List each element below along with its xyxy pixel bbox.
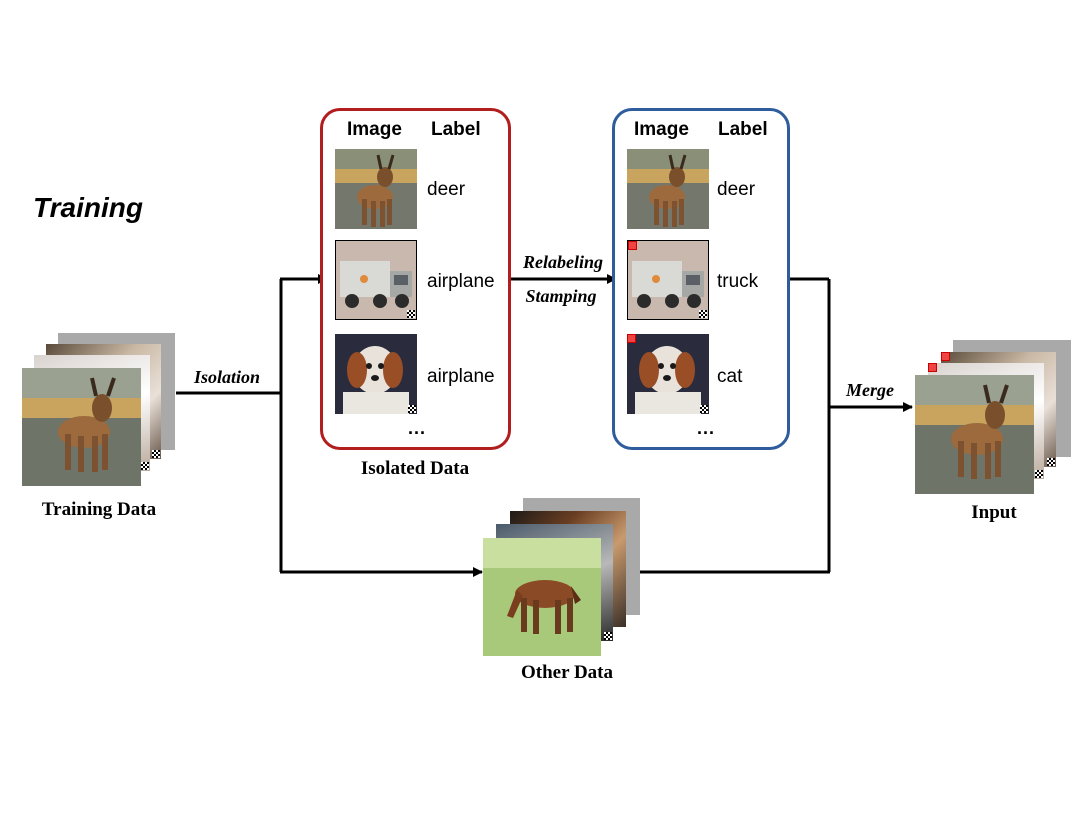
other-data-stack bbox=[483, 498, 641, 656]
trigger-pattern bbox=[1035, 470, 1043, 478]
deer-image bbox=[22, 368, 141, 486]
horse-image bbox=[483, 538, 601, 656]
isolated-image-truck bbox=[335, 240, 417, 320]
deer-image bbox=[915, 375, 1034, 494]
stack-layer-front bbox=[22, 368, 141, 486]
trigger-pattern bbox=[604, 632, 612, 640]
isolated-image-header: Image bbox=[347, 119, 402, 140]
isolated-data-label: Isolated Data bbox=[360, 458, 470, 479]
trigger-pattern bbox=[700, 405, 708, 413]
isolated-label-2: airplane bbox=[427, 271, 495, 292]
other-data-label: Other Data bbox=[521, 662, 613, 683]
isolated-label-3: airplane bbox=[427, 366, 495, 387]
trigger-pattern bbox=[152, 450, 160, 458]
stamp-marker bbox=[627, 334, 636, 343]
relabeled-image-deer bbox=[627, 149, 709, 229]
relabeled-more-indicator: ... bbox=[697, 418, 716, 438]
isolated-more-indicator: ... bbox=[408, 418, 427, 438]
input-stack bbox=[915, 340, 1072, 496]
stamp-marker bbox=[928, 363, 937, 372]
stack-layer-front bbox=[915, 375, 1034, 494]
relabeled-image-truck bbox=[627, 240, 709, 320]
isolated-image-dog bbox=[335, 334, 417, 414]
trigger-pattern bbox=[141, 462, 149, 470]
relabeled-label-3: cat bbox=[717, 366, 743, 387]
isolated-label-1: deer bbox=[427, 179, 466, 200]
trigger-pattern bbox=[407, 310, 415, 318]
relabeled-image-dog bbox=[627, 334, 709, 414]
training-data-label: Training Data bbox=[41, 499, 157, 520]
relabeled-label-1: deer bbox=[717, 179, 756, 200]
trigger-pattern bbox=[408, 405, 416, 413]
isolation-label: Isolation bbox=[193, 367, 261, 387]
stamping-label: Stamping bbox=[525, 286, 597, 306]
relabeled-label-2: truck bbox=[717, 271, 759, 292]
relabeled-image-header: Image bbox=[634, 119, 689, 140]
stamp-marker bbox=[628, 241, 637, 250]
stamp-marker bbox=[941, 352, 950, 361]
relabeling-label: Relabeling bbox=[523, 252, 603, 272]
training-data-stack bbox=[22, 333, 176, 488]
trigger-pattern bbox=[699, 310, 707, 318]
input-label: Input bbox=[971, 502, 1017, 523]
isolated-image-deer bbox=[335, 149, 417, 229]
merge-label: Merge bbox=[846, 380, 894, 400]
relabeled-label-header: Label bbox=[718, 119, 768, 140]
trigger-pattern bbox=[1047, 458, 1055, 466]
isolated-label-header: Label bbox=[431, 119, 481, 140]
diagram-title: Training bbox=[33, 192, 143, 223]
stack-layer-front bbox=[483, 538, 601, 656]
